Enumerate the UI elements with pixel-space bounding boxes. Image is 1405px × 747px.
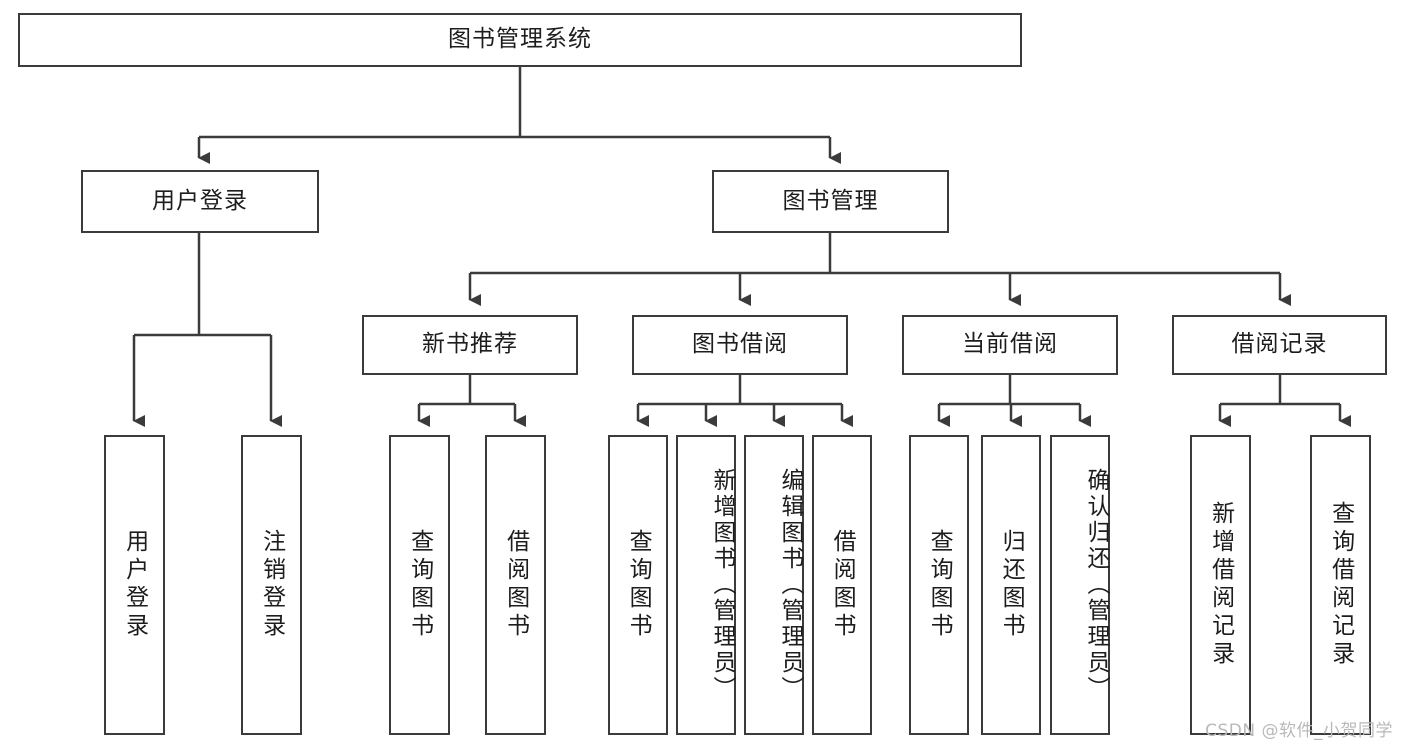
node-leaf-query-book-cur[interactable]: 查询图书 bbox=[909, 435, 969, 735]
edges-borrow-record bbox=[1218, 375, 1351, 427]
node-borrow-record-label: 借阅记录 bbox=[1231, 331, 1328, 358]
node-leaf-add-book-label: 新增图书（管理员） bbox=[709, 468, 735, 702]
node-root[interactable]: 图书管理系统 bbox=[18, 13, 1022, 67]
node-current-borrow-label: 当前借阅 bbox=[962, 331, 1058, 358]
node-leaf-confirm-return[interactable]: 确认归还（管理员） bbox=[1050, 435, 1110, 735]
node-current-borrow[interactable]: 当前借阅 bbox=[902, 315, 1118, 375]
node-leaf-query-record[interactable]: 查询借阅记录 bbox=[1310, 435, 1371, 735]
node-user-login[interactable]: 用户登录 bbox=[81, 170, 319, 233]
node-leaf-query-book-label: 查询图书 bbox=[625, 529, 652, 641]
node-leaf-borrow-book-label: 借阅图书 bbox=[829, 529, 856, 641]
node-leaf-return-book[interactable]: 归还图书 bbox=[981, 435, 1041, 735]
node-leaf-user-logout[interactable]: 注销登录 bbox=[241, 435, 302, 735]
node-leaf-user-login-label: 用户登录 bbox=[121, 529, 148, 641]
node-book-borrow[interactable]: 图书借阅 bbox=[632, 315, 848, 375]
node-leaf-add-book[interactable]: 新增图书（管理员） bbox=[676, 435, 736, 735]
node-leaf-return-book-label: 归还图书 bbox=[998, 529, 1025, 641]
node-new-book-rec-label: 新书推荐 bbox=[422, 331, 518, 358]
edges-user-login bbox=[132, 233, 282, 427]
node-leaf-query-book-rec[interactable]: 查询图书 bbox=[389, 435, 450, 735]
node-borrow-record[interactable]: 借阅记录 bbox=[1172, 315, 1387, 375]
node-leaf-edit-book-label: 编辑图书（管理员） bbox=[777, 468, 803, 702]
node-book-manage[interactable]: 图书管理 bbox=[712, 170, 949, 233]
node-leaf-user-logout-label: 注销登录 bbox=[258, 529, 285, 641]
node-book-borrow-label: 图书借阅 bbox=[692, 331, 788, 358]
node-leaf-edit-book[interactable]: 编辑图书（管理员） bbox=[744, 435, 804, 735]
node-root-label: 图书管理系统 bbox=[448, 26, 592, 53]
node-leaf-borrow-book[interactable]: 借阅图书 bbox=[812, 435, 872, 735]
node-leaf-query-book[interactable]: 查询图书 bbox=[608, 435, 668, 735]
node-leaf-confirm-return-label: 确认归还（管理员） bbox=[1083, 468, 1109, 702]
edges-root bbox=[197, 67, 841, 164]
node-user-login-label: 用户登录 bbox=[152, 187, 248, 214]
node-new-book-rec[interactable]: 新书推荐 bbox=[362, 315, 578, 375]
node-leaf-borrow-book-rec-label: 借阅图书 bbox=[502, 529, 529, 641]
node-leaf-add-record[interactable]: 新增借阅记录 bbox=[1190, 435, 1251, 735]
node-leaf-query-book-cur-label: 查询图书 bbox=[926, 529, 953, 641]
node-leaf-borrow-book-rec[interactable]: 借阅图书 bbox=[485, 435, 546, 735]
node-book-manage-label: 图书管理 bbox=[782, 187, 879, 214]
edges-current-borrow bbox=[937, 375, 1091, 427]
node-leaf-query-book-rec-label: 查询图书 bbox=[406, 529, 433, 641]
edges-new-book-rec bbox=[417, 375, 526, 427]
edges-book-manage bbox=[468, 233, 1291, 306]
node-leaf-add-record-label: 新增借阅记录 bbox=[1207, 501, 1234, 669]
watermark-text: CSDN @软件_小贺同学 bbox=[1205, 721, 1393, 741]
node-leaf-user-login[interactable]: 用户登录 bbox=[104, 435, 165, 735]
edges-book-borrow bbox=[636, 375, 853, 427]
node-leaf-query-record-label: 查询借阅记录 bbox=[1327, 501, 1354, 669]
